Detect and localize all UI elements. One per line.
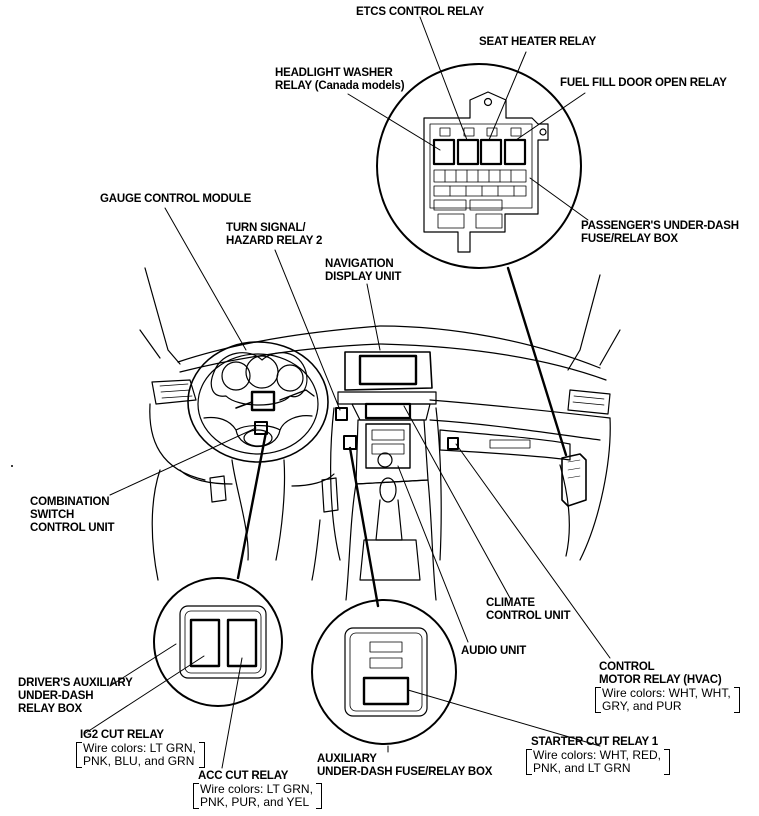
label-turn-signal-relay-2: HAZARD RELAY 2 bbox=[226, 235, 323, 247]
label-turn-signal-relay-1: TURN SIGNAL/ bbox=[226, 222, 306, 234]
label-drivers-aux-box-2: UNDER-DASH bbox=[18, 690, 94, 702]
label-headlight-washer-relay-1: HEADLIGHT WASHER bbox=[275, 67, 393, 79]
label-combination-switch-1: COMBINATION bbox=[30, 496, 110, 508]
label-control-motor-relay-2: MOTOR RELAY (HVAC) bbox=[599, 674, 722, 686]
label-drivers-aux-box-3: RELAY BOX bbox=[18, 703, 83, 715]
label-climate-control-1: CLIMATE bbox=[486, 597, 535, 609]
label-audio-unit: AUDIO UNIT bbox=[461, 645, 527, 657]
label-control-motor-relay-1: CONTROL bbox=[599, 661, 655, 673]
label-ig2-cut-relay: IG2 CUT RELAY bbox=[80, 729, 164, 741]
label-passenger-fuse-box-1: PASSENGER'S UNDER-DASH bbox=[581, 220, 739, 232]
wire-colors-ig2: Wire colors: LT GRN, PNK, BLU, and GRN bbox=[76, 741, 205, 768]
label-headlight-washer-relay-2: RELAY (Canada models) bbox=[275, 80, 405, 92]
label-aux-fuse-box-1: AUXILIARY bbox=[317, 753, 377, 765]
wire-colors-acc: Wire colors: LT GRN, PNK, PUR, and YEL bbox=[193, 782, 322, 809]
label-seat-heater-relay: SEAT HEATER RELAY bbox=[479, 36, 597, 48]
wire-colors-starter-line-2: PNK, and LT GRN bbox=[533, 761, 631, 775]
label-passenger-fuse-box-2: FUSE/RELAY BOX bbox=[581, 233, 678, 245]
drivers-aux-relay-box-detail bbox=[153, 577, 283, 707]
label-fuel-fill-door-open-relay: FUEL FILL DOOR OPEN RELAY bbox=[560, 77, 727, 89]
label-combination-switch-3: CONTROL UNIT bbox=[30, 522, 115, 534]
dashboard-illustration bbox=[139, 267, 621, 601]
wire-colors-control-motor-line-2: GRY, and PUR bbox=[602, 699, 682, 713]
label-navigation-display-1: NAVIGATION bbox=[325, 258, 394, 270]
wire-colors-starter-line-1: Wire colors: WHT, RED, bbox=[533, 748, 662, 762]
label-climate-control-2: CONTROL UNIT bbox=[486, 610, 571, 622]
label-acc-cut-relay: ACC CUT RELAY bbox=[198, 770, 289, 782]
label-drivers-aux-box-1: DRIVER'S AUXILIARY bbox=[18, 677, 133, 689]
label-gauge-control-module: GAUGE CONTROL MODULE bbox=[100, 193, 252, 205]
wire-colors-ig2-line-2: PNK, BLU, and GRN bbox=[83, 754, 195, 768]
wire-colors-starter: Wire colors: WHT, RED, PNK, and LT GRN bbox=[526, 748, 671, 775]
wire-colors-control-motor: Wire colors: WHT, WHT, GRY, and PUR bbox=[595, 686, 740, 713]
wire-colors-control-motor-line-1: Wire colors: WHT, WHT, bbox=[602, 686, 731, 700]
wire-colors-acc-line-2: PNK, PUR, and YEL bbox=[200, 795, 310, 809]
aux-fuse-box-detail bbox=[311, 599, 457, 745]
dashboard-leader-lines bbox=[109, 207, 611, 659]
label-navigation-display-2: DISPLAY UNIT bbox=[325, 271, 402, 283]
passenger-fuse-box-detail bbox=[376, 63, 582, 269]
wire-colors-ig2-line-1: Wire colors: LT GRN, bbox=[83, 741, 196, 755]
wire-colors-acc-line-1: Wire colors: LT GRN, bbox=[200, 782, 313, 796]
label-aux-fuse-box-2: UNDER-DASH FUSE/RELAY BOX bbox=[317, 766, 493, 778]
label-starter-cut-relay: STARTER CUT RELAY 1 bbox=[531, 736, 658, 748]
label-etcs-control-relay: ETCS CONTROL RELAY bbox=[356, 6, 485, 18]
top-leader-lines bbox=[347, 16, 589, 221]
label-combination-switch-2: SWITCH bbox=[30, 509, 75, 521]
